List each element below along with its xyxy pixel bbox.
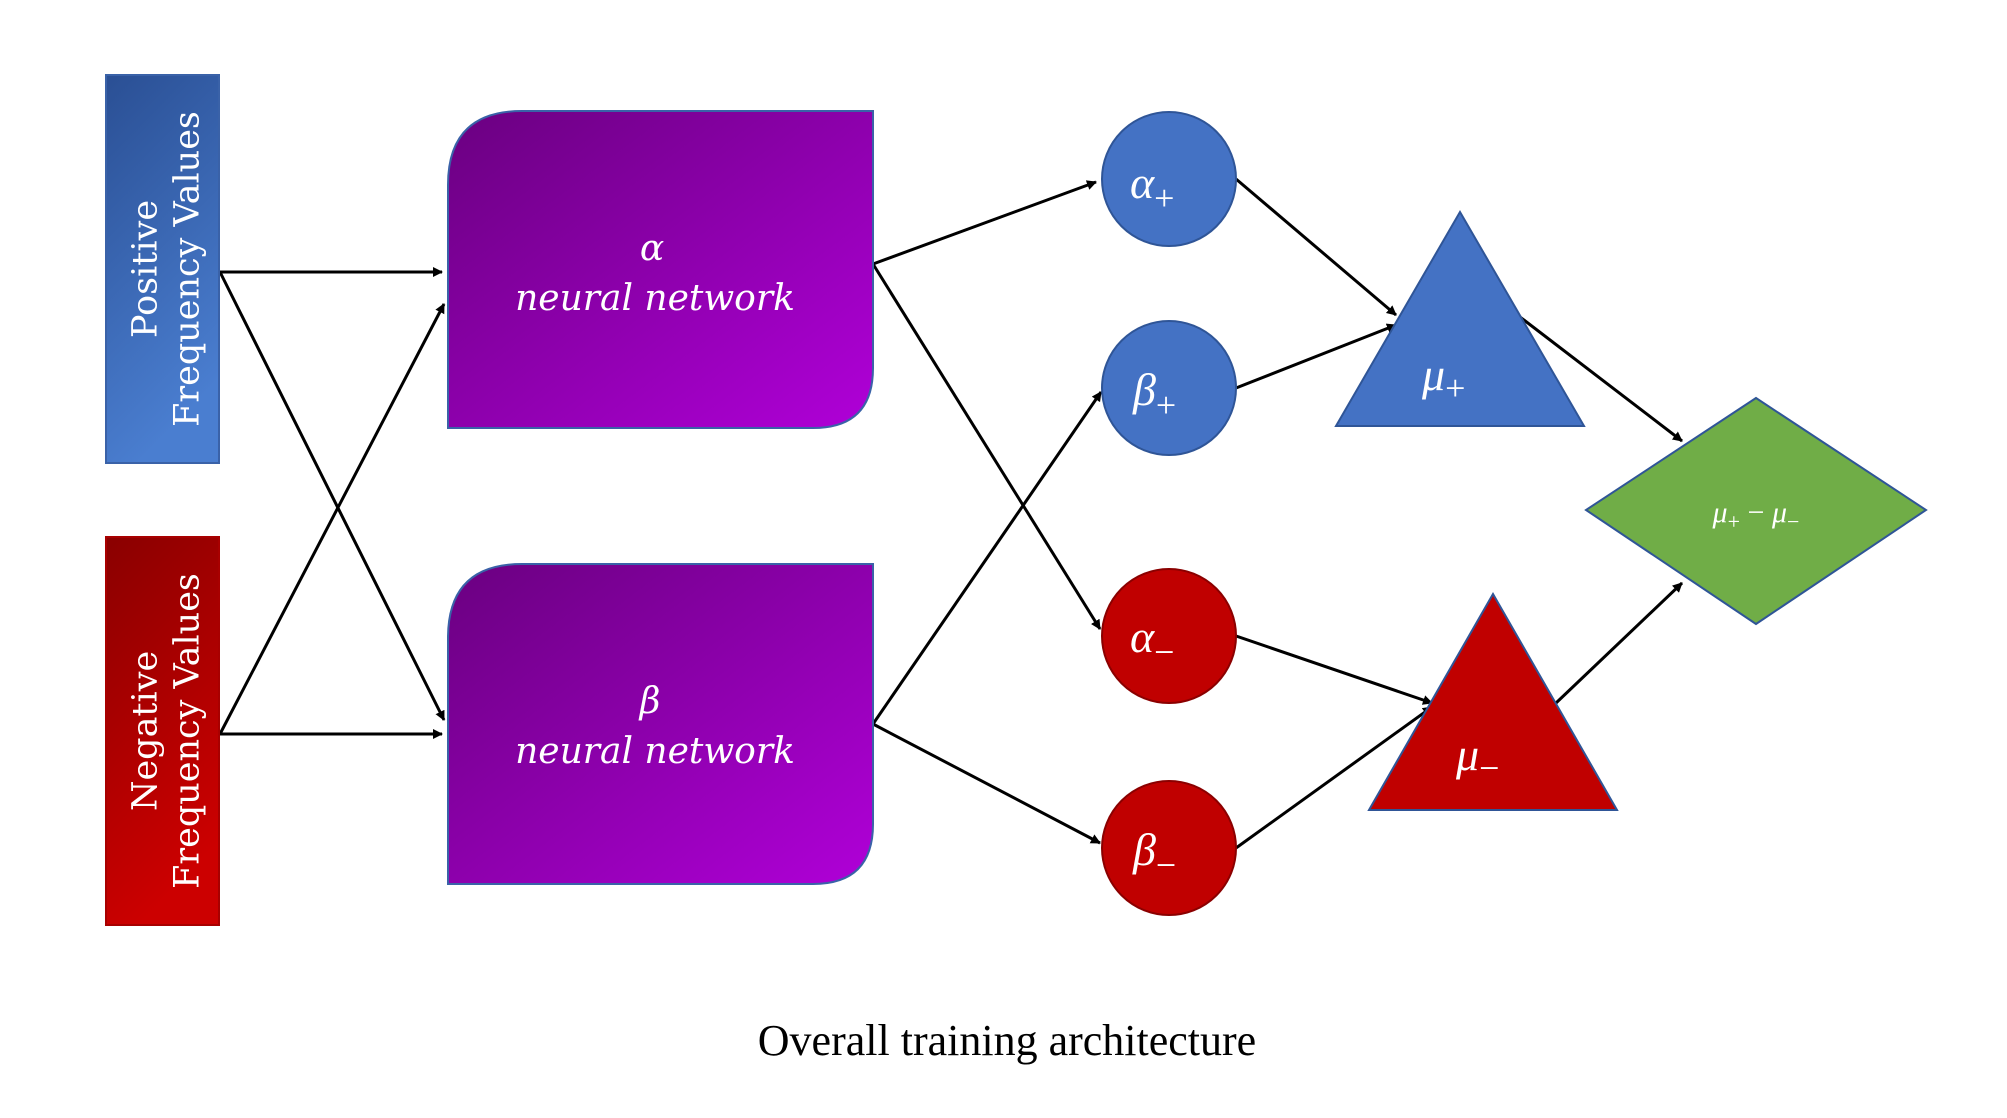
mu-plus-sub: + [1445,368,1465,408]
arrow-mu-plus-to-difference [1519,315,1683,443]
alpha-minus-circle: α− [1101,568,1237,704]
arrow-beta-plus-to-mu-plus [1235,323,1397,390]
svg-text:β−: β− [1132,824,1176,885]
beta-plus-sub: + [1156,385,1176,425]
difference-right-base: μ [1771,496,1787,529]
arrow-alpha-to-alpha-minus [871,263,1102,630]
beta-network-label: neural network [515,731,795,772]
alpha-plus-base: α [1130,157,1155,208]
beta-minus-circle: β− [1101,780,1237,916]
positive-input-label-line2: Frequency Values [168,111,208,427]
arrow-negative-to-alpha [218,303,446,735]
arrow-beta-to-beta-minus [872,722,1101,845]
svg-text:μ+: μ+ [1421,349,1465,408]
arrow-alpha-plus-to-mu-plus [1235,177,1397,317]
arrow-alpha-minus-to-mu-minus [1235,634,1433,705]
beta-network-box: β neural network [447,563,874,885]
positive-input-box: Positive Frequency Values [105,74,220,464]
beta-plus-circle: β+ [1101,320,1237,456]
difference-operator: − [1748,496,1765,529]
mu-plus-triangle: μ+ [1334,210,1586,427]
mu-minus-sub: − [1479,748,1499,788]
diagram-caption: Overall training architecture [758,1016,1256,1065]
svg-text:α+: α+ [1130,157,1174,218]
arrow-beta-to-beta-plus [871,391,1103,725]
beta-plus-base: β [1132,364,1156,415]
alpha-minus-sub: − [1154,632,1174,672]
mu-minus-triangle: μ− [1367,591,1619,811]
alpha-network-label: neural network [515,278,795,319]
arrow-alpha-to-alpha-plus [872,180,1097,266]
arrow-beta-minus-to-mu-minus [1235,705,1433,850]
svg-text:μ−: μ− [1455,729,1499,788]
svg-text:α−: α− [1130,611,1174,672]
arrow-mu-minus-to-difference [1554,581,1684,705]
svg-text:β+: β+ [1132,364,1176,425]
negative-input-label-line2: Frequency Values [168,573,208,889]
positive-input-label-line1: Positive [126,200,166,338]
difference-left-sub: + [1728,509,1740,534]
alpha-plus-circle: α+ [1101,111,1237,247]
arrows [218,177,1684,850]
negative-input-box: Negative Frequency Values [105,536,220,926]
beta-network-symbol: β [638,681,661,722]
difference-left-base: μ [1712,496,1728,529]
alpha-network-symbol: α [640,228,664,269]
difference-diamond: μ+ − μ− [1584,396,1928,626]
svg-text:μ+ − μ−: μ+ − μ− [1712,496,1800,534]
difference-right-sub: − [1787,509,1799,534]
alpha-minus-base: α [1130,611,1155,662]
mu-minus-base: μ [1455,729,1479,780]
beta-minus-base: β [1132,824,1156,875]
negative-input-label-line1: Negative [126,651,166,811]
arrow-positive-to-beta [218,271,446,721]
mu-plus-base: μ [1421,349,1445,400]
alpha-network-box: α neural network [447,110,874,429]
alpha-plus-sub: + [1154,178,1174,218]
beta-minus-sub: − [1156,845,1176,885]
